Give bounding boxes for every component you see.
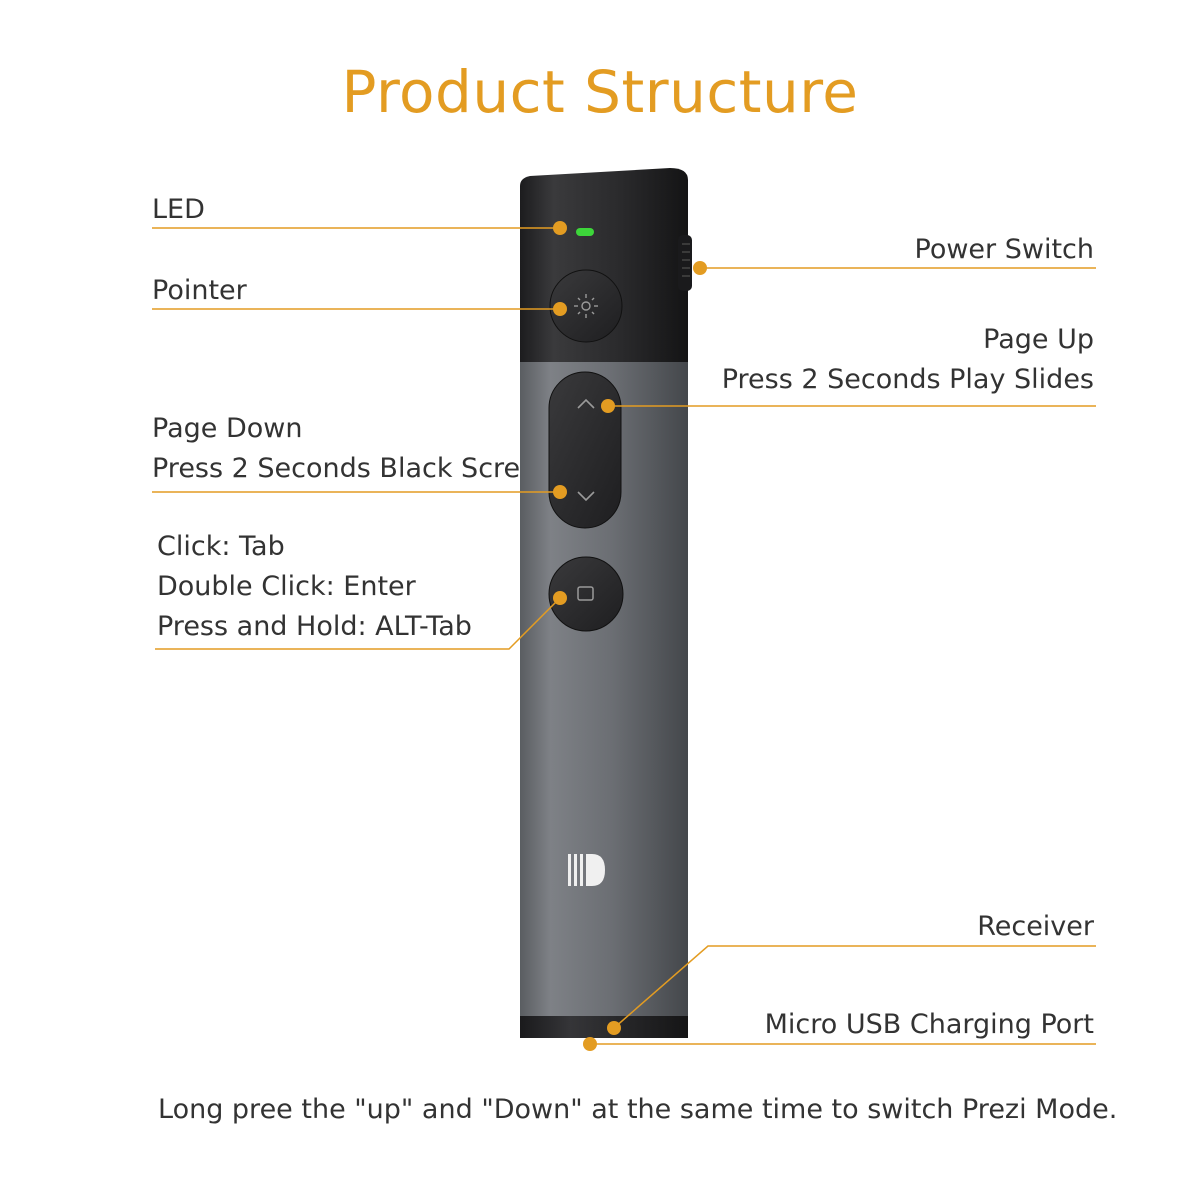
label-click-tab: Click: Tab bbox=[157, 531, 285, 562]
callout-line-click bbox=[155, 597, 561, 650]
callout-dot-click bbox=[553, 591, 567, 605]
pointer-button[interactable] bbox=[549, 269, 623, 343]
power-switch[interactable] bbox=[678, 235, 692, 291]
label-receiver: Receiver bbox=[977, 911, 1094, 942]
label-press-hold: Press and Hold: ALT-Tab bbox=[157, 611, 472, 642]
callout-dot-led bbox=[553, 221, 567, 235]
tab-button[interactable] bbox=[548, 556, 624, 632]
page-title: Product Structure bbox=[341, 58, 859, 126]
callout-dots bbox=[553, 221, 707, 1051]
callout-lines bbox=[152, 227, 1096, 1045]
label-page-up-title: Page Up bbox=[983, 324, 1094, 355]
label-page-down-title: Page Down bbox=[152, 413, 303, 444]
brand-logo bbox=[568, 854, 605, 886]
label-power-switch: Power Switch bbox=[914, 234, 1094, 265]
callout-dot-power bbox=[693, 261, 707, 275]
label-page-up: Page Up Press 2 Seconds Play Slides bbox=[722, 320, 1094, 400]
chevron-down-icon bbox=[577, 491, 595, 502]
label-page-up-detail: Press 2 Seconds Play Slides bbox=[721, 364, 1094, 395]
chevron-up-icon bbox=[577, 398, 595, 409]
label-double-click: Double Click: Enter bbox=[157, 571, 416, 602]
label-led: LED bbox=[152, 194, 205, 225]
pointer-icon bbox=[574, 294, 598, 318]
callout-line-receiver bbox=[613, 945, 1096, 1029]
label-pointer: Pointer bbox=[152, 275, 247, 306]
remote-aluminum-body bbox=[520, 358, 688, 1018]
footer-note: Long pree the "up" and "Down" at the sam… bbox=[158, 1094, 1118, 1125]
page-rocker-button[interactable] bbox=[548, 371, 622, 529]
callout-dot-receiver bbox=[607, 1021, 621, 1035]
callout-dot-page-down bbox=[553, 485, 567, 499]
label-page-down: Page Down Press 2 Seconds Black Screen bbox=[152, 409, 554, 489]
callout-dot-page-up bbox=[601, 399, 615, 413]
led-indicator bbox=[576, 228, 594, 236]
callout-dot-usb bbox=[583, 1037, 597, 1051]
square-icon bbox=[577, 586, 594, 601]
label-page-down-detail: Press 2 Seconds Black Screen bbox=[152, 453, 554, 484]
callout-dot-pointer bbox=[553, 302, 567, 316]
remote-bottom-cap bbox=[520, 1016, 688, 1038]
label-usb-port: Micro USB Charging Port bbox=[764, 1009, 1094, 1040]
label-click: Click: Tab Double Click: Enter Press and… bbox=[157, 527, 472, 647]
